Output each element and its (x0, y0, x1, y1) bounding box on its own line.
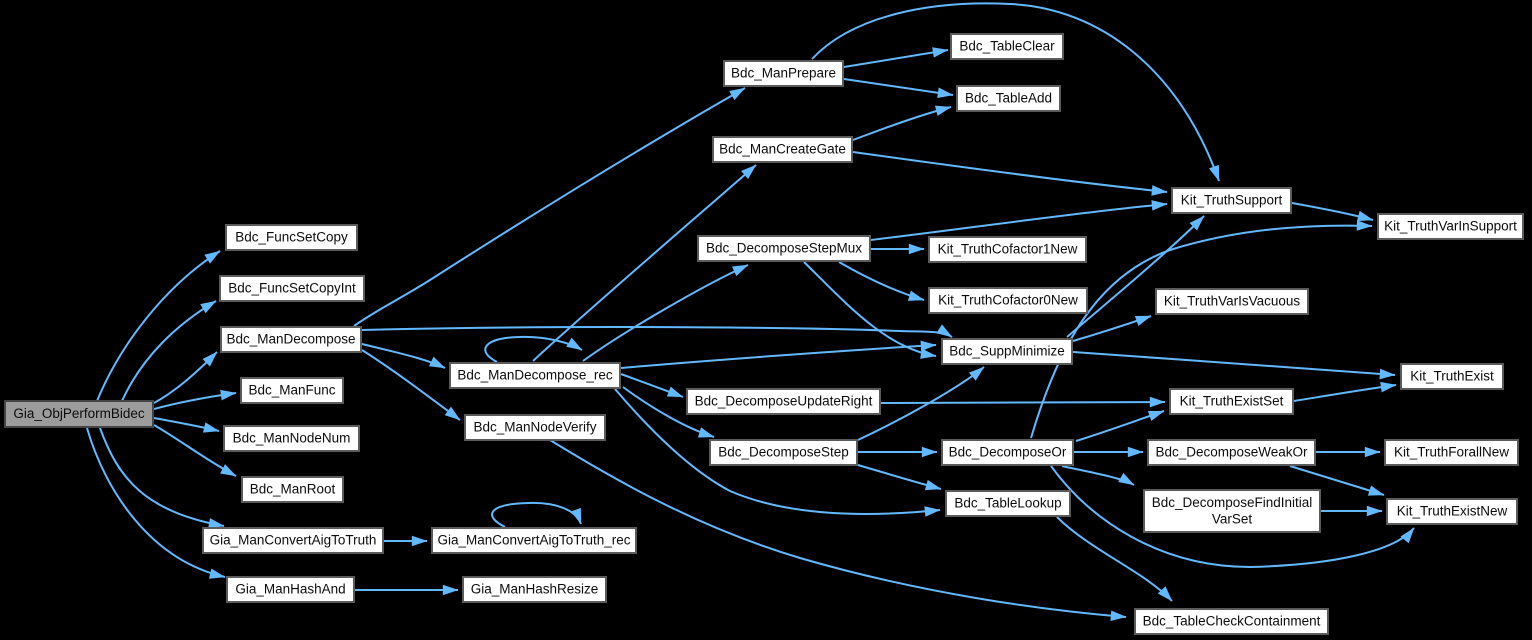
svg-text:Gia_ManConvertAigToTruth_rec: Gia_ManConvertAigToTruth_rec (437, 533, 630, 548)
svg-text:Bdc_DecomposeFindInitial: Bdc_DecomposeFindInitial (1152, 495, 1313, 510)
svg-text:Bdc_DecomposeStepMux: Bdc_DecomposeStepMux (706, 241, 862, 256)
svg-text:Bdc_DecomposeUpdateRight: Bdc_DecomposeUpdateRight (695, 394, 873, 409)
svg-text:Kit_TruthExistNew: Kit_TruthExistNew (1397, 504, 1508, 519)
svg-text:Kit_TruthCofactor0New: Kit_TruthCofactor0New (938, 293, 1078, 308)
svg-text:Bdc_TableLookup: Bdc_TableLookup (954, 496, 1061, 511)
svg-text:Kit_TruthVarIsVacuous: Kit_TruthVarIsVacuous (1164, 294, 1301, 309)
svg-text:Bdc_ManDecompose_rec: Bdc_ManDecompose_rec (457, 368, 613, 383)
svg-text:Bdc_DecomposeStep: Bdc_DecomposeStep (718, 445, 849, 460)
svg-text:Gia_ManConvertAigToTruth: Gia_ManConvertAigToTruth (210, 533, 377, 548)
svg-text:Kit_TruthSupport: Kit_TruthSupport (1181, 193, 1283, 208)
svg-text:Gia_ManHashResize: Gia_ManHashResize (471, 582, 599, 597)
svg-text:Kit_TruthVarInSupport: Kit_TruthVarInSupport (1384, 219, 1517, 234)
svg-text:Bdc_SuppMinimize: Bdc_SuppMinimize (949, 344, 1065, 359)
svg-text:Bdc_DecomposeWeakOr: Bdc_DecomposeWeakOr (1155, 445, 1308, 460)
svg-text:Bdc_ManFunc: Bdc_ManFunc (248, 383, 335, 398)
svg-text:Bdc_ManNodeVerify: Bdc_ManNodeVerify (473, 420, 596, 435)
svg-text:Bdc_ManNodeNum: Bdc_ManNodeNum (233, 431, 351, 446)
svg-text:Kit_TruthExistSet: Kit_TruthExistSet (1180, 394, 1284, 409)
svg-text:Kit_TruthExist: Kit_TruthExist (1410, 369, 1494, 384)
svg-text:Bdc_ManDecompose: Bdc_ManDecompose (226, 332, 355, 347)
svg-text:Kit_TruthCofactor1New: Kit_TruthCofactor1New (938, 242, 1078, 257)
svg-text:Bdc_ManRoot: Bdc_ManRoot (250, 482, 336, 497)
svg-text:Bdc_TableCheckContainment: Bdc_TableCheckContainment (1143, 614, 1321, 629)
svg-text:Kit_TruthForallNew: Kit_TruthForallNew (1394, 445, 1509, 460)
svg-text:Bdc_FuncSetCopyInt: Bdc_FuncSetCopyInt (228, 281, 356, 296)
svg-text:Gia_ManHashAnd: Gia_ManHashAnd (235, 582, 345, 597)
svg-text:VarSet: VarSet (1212, 511, 1253, 526)
svg-text:Bdc_DecomposeOr: Bdc_DecomposeOr (949, 445, 1067, 460)
svg-text:Bdc_TableClear: Bdc_TableClear (959, 39, 1055, 54)
svg-text:Bdc_ManPrepare: Bdc_ManPrepare (731, 66, 836, 81)
svg-text:Gia_ObjPerformBidec: Gia_ObjPerformBidec (13, 406, 145, 421)
svg-text:Bdc_FuncSetCopy: Bdc_FuncSetCopy (235, 230, 348, 245)
svg-text:Bdc_TableAdd: Bdc_TableAdd (965, 91, 1052, 106)
svg-text:Bdc_ManCreateGate: Bdc_ManCreateGate (719, 142, 846, 157)
